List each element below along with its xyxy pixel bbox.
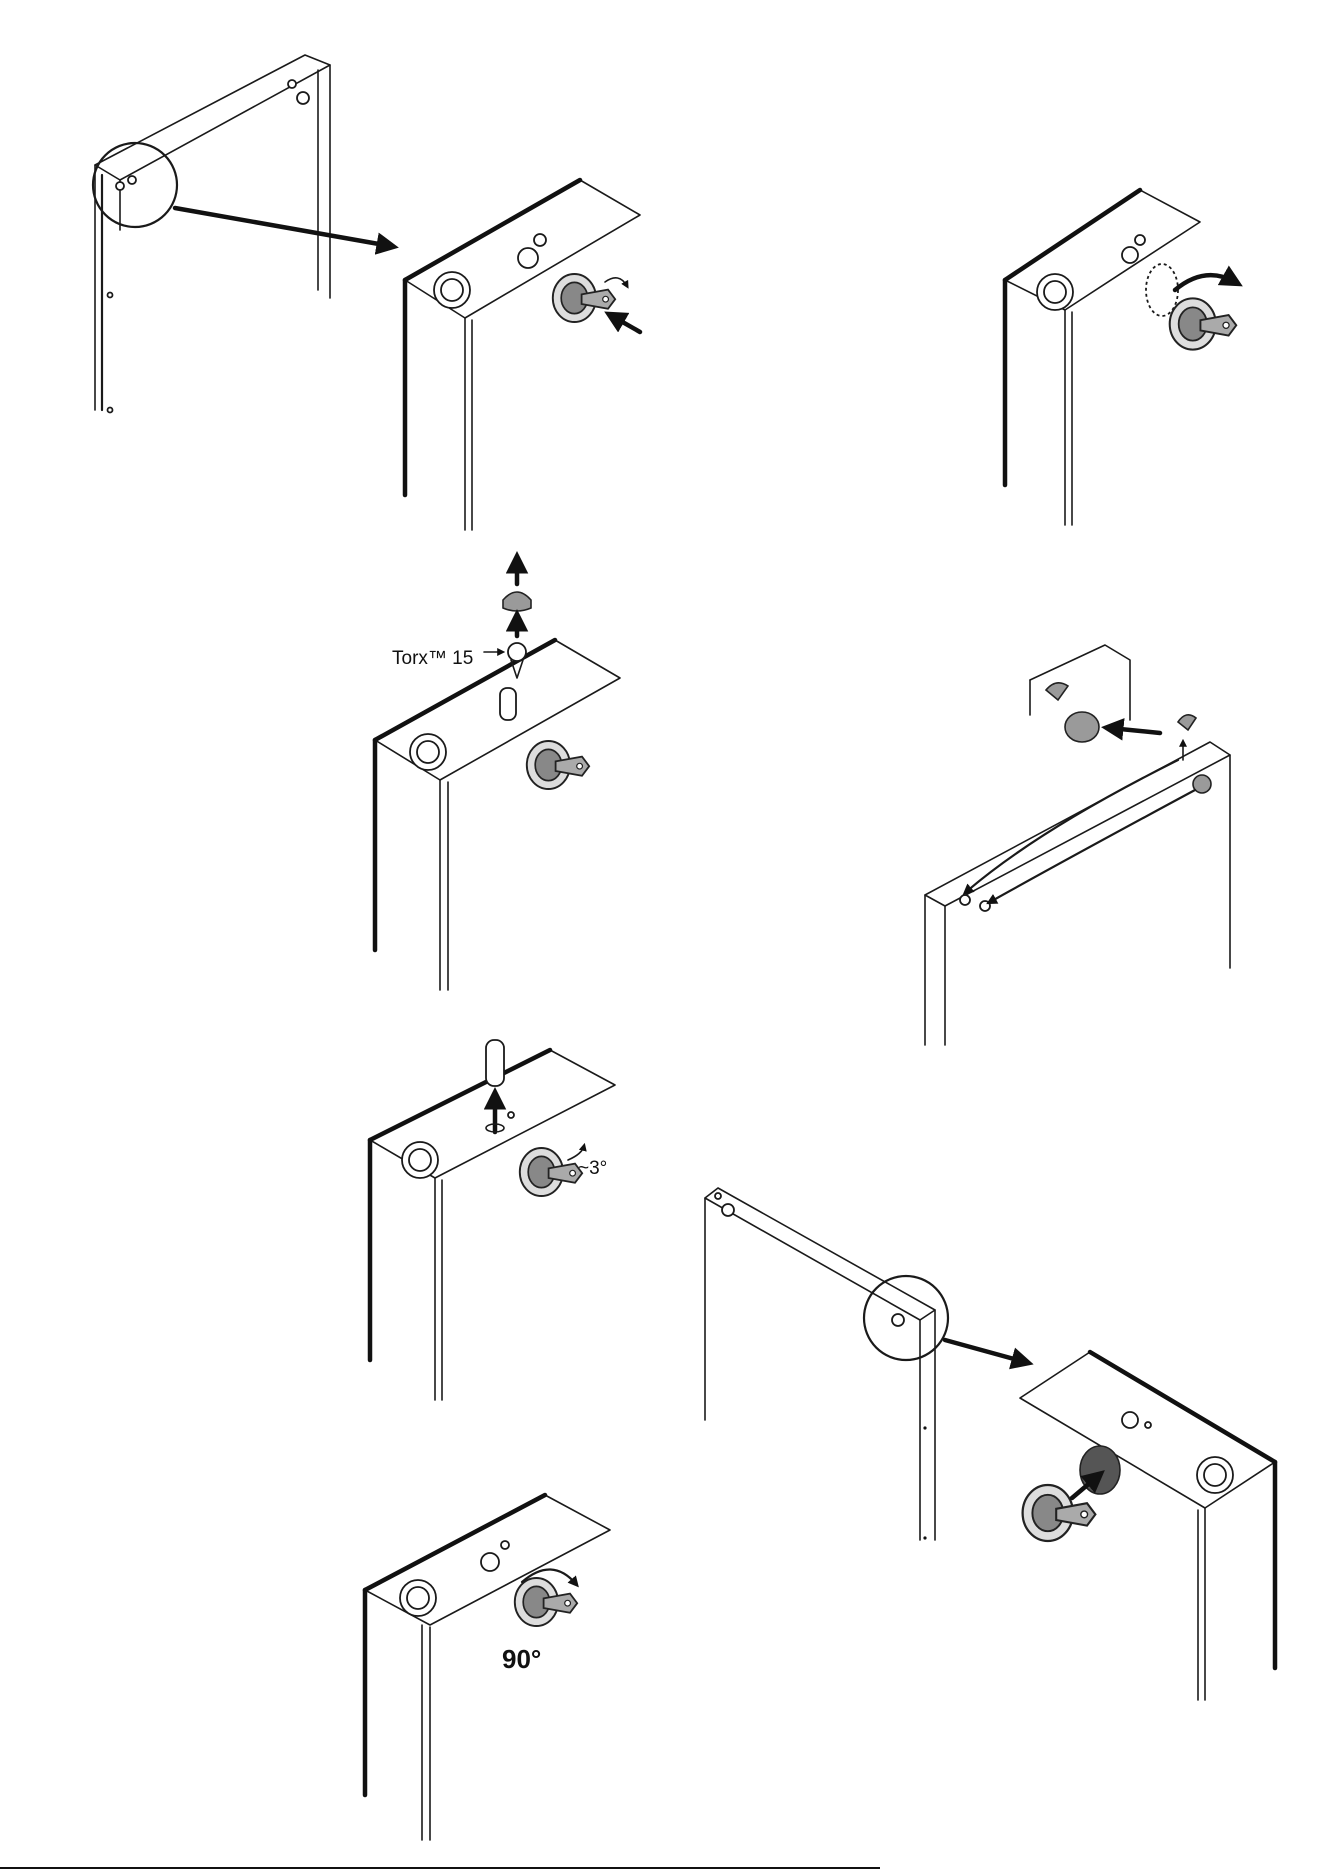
zoom-arrow xyxy=(175,208,390,246)
panel-torx-screw: Torx™ 15 xyxy=(375,560,620,990)
panel-rotate-90: 90° xyxy=(365,1495,610,1840)
panel-reinstall-opposite xyxy=(705,1188,1275,1700)
torx-label: Torx™ 15 xyxy=(392,648,473,669)
panel-lock-insert xyxy=(405,180,640,530)
zoom-circle xyxy=(93,143,177,227)
panel-lock-rotate xyxy=(1005,190,1236,525)
overview-cabinet-top-left xyxy=(93,55,390,413)
panel-hinge-swap xyxy=(925,645,1230,1045)
panel-pin-removal: ~3° xyxy=(370,1040,615,1400)
angle-small-label: ~3° xyxy=(578,1158,607,1179)
angle-quarter-label: 90° xyxy=(502,1644,541,1674)
